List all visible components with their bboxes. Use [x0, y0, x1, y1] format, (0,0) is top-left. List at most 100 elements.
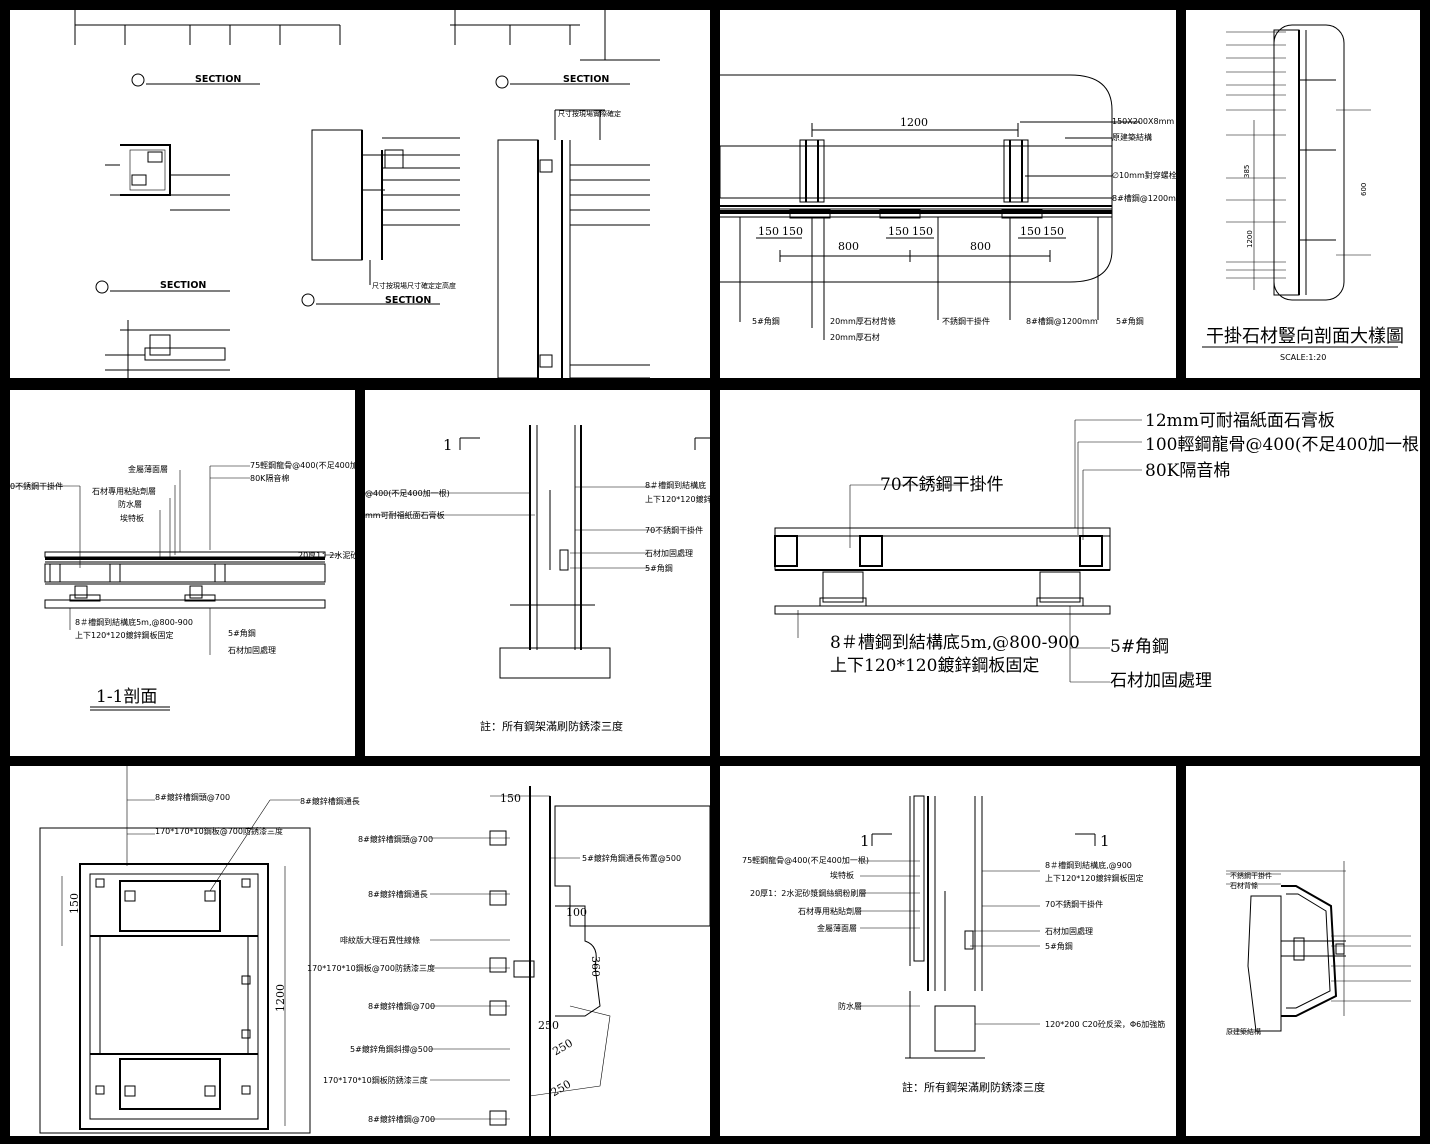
- label-reinforce: 石材加固處理: [228, 645, 276, 655]
- leader-lines: [430, 837, 580, 1120]
- dimension-150b: 150: [500, 792, 521, 805]
- label-angle-brace: 5#鍍鋅角鋼斜撐@500: [350, 1044, 433, 1054]
- label-reinforce: 石材加固處理: [645, 548, 693, 558]
- label-mortar: 20厚1：2水泥砂: [298, 550, 355, 560]
- label-metal-layer: 金屬薄面層: [817, 923, 857, 933]
- label-insulation: 80K隔音棉: [250, 473, 289, 483]
- panel-horizontal-section: 1200 150 150 150 150 150 150 800 800 150…: [720, 10, 1176, 378]
- label-adhesive: 石材專用粘貼劑層: [92, 486, 156, 496]
- dimension-1200: 1200: [900, 116, 928, 129]
- label-channel-head: 8#鍍鋅槽鋼頭@700: [358, 834, 433, 844]
- label-plate: 上下120*120鍍鋅鋼板固定: [830, 655, 1039, 676]
- section-label: SECTION: [563, 74, 609, 85]
- dimension-800: 800: [970, 240, 991, 253]
- label-plate: 上下120*120鍍鋅鋼板固定: [1045, 873, 1144, 883]
- paint-note: 註：所有鋼架滿刷防銹漆三度: [902, 1080, 1045, 1094]
- section-marker-left: 1: [860, 832, 870, 850]
- label-structure: 原建築結構: [1112, 132, 1152, 142]
- dimension-note: 尺寸按現場尺寸確定定高度: [372, 281, 456, 290]
- section-label: SECTION: [385, 295, 431, 306]
- label-light-steel: @400(不足400加一根): [365, 488, 450, 498]
- label-angle-b: 5#角鋼: [1116, 316, 1144, 326]
- dimension-150: 150: [1043, 225, 1064, 238]
- label-hanger: 70不銹鋼干掛件: [645, 525, 703, 535]
- label-angle: 5#角鋼: [645, 563, 673, 573]
- dimension-150: 150: [782, 225, 803, 238]
- panel-section-details: SECTION SECTION SECTION 尺寸按現場尺寸確定定高度 SEC…: [10, 10, 710, 378]
- label-channel: 8＃槽鋼到結構底: [645, 480, 706, 490]
- leader-lines: [1226, 31, 1371, 290]
- label-channel-700: 8#鍍鋅槽鋼@700: [368, 1001, 435, 1011]
- panel-stone-frame: 8#鍍鋅槽鋼頭@700 8#鍍鋅槽鋼通長 170*170*10鋼板@700防銹漆…: [10, 766, 710, 1136]
- dimension-note: 尺寸按現場實際確定: [558, 109, 621, 118]
- label-channel: 8＃槽鋼到結構底5m,@800-900: [830, 633, 1080, 653]
- dimension-360: 360: [589, 956, 602, 977]
- dimension-600: 600: [1360, 183, 1368, 196]
- label-waterproof: 防水層: [118, 499, 142, 509]
- leader-lines: [1226, 873, 1411, 1032]
- label-hanger: 70不銹鋼干掛件: [880, 475, 1004, 495]
- label-reinforce: 石材加固處理: [1110, 671, 1212, 691]
- label-channel-long: 8#鍍鋅槽鋼通長: [368, 889, 428, 899]
- label-top-channel-long: 8#鍍鋅槽鋼通長: [300, 796, 360, 806]
- label-metal-layer: 金屬薄面層: [128, 464, 168, 474]
- panel-1-1-section: 金屬薄面層 石材專用粘貼劑層 防水層 埃特板 75輕鋼龍骨@400(不足400加…: [10, 390, 355, 756]
- panel-vertical-detail: 385 600 1200 干掛石材豎向剖面大樣圖 SCALE:1:20: [1186, 10, 1420, 378]
- dimension-100: 100: [566, 906, 587, 919]
- label-channel-700b: 8#鍍鋅槽鋼@700: [368, 1114, 435, 1124]
- label-light-steel: 75輕鋼龍骨@400(不足400加一根): [250, 460, 355, 470]
- label-angle: 5#角鋼: [1045, 941, 1073, 951]
- label-channel: 8＃槽鋼到結構底,@900: [1045, 860, 1132, 870]
- dimension-150: 150: [68, 893, 81, 914]
- label-top-channel: 8#鍍鋅槽鋼頭@700: [155, 792, 230, 802]
- label-eter-board: 埃特板: [830, 870, 854, 880]
- dimension-150: 150: [912, 225, 933, 238]
- scale-label: SCALE:1:20: [1280, 353, 1326, 362]
- leader-lines: [860, 860, 1040, 1025]
- label-stone-back: 20mm厚石材背條: [830, 316, 896, 326]
- label-beam: 120*200 C20砼反梁，Φ6加強筋: [1045, 1019, 1165, 1029]
- label-plate-paint: 170*170*10鋼板防銹漆三度: [323, 1075, 428, 1085]
- label-plate: 上下120*120鍍鋅鋼板固定: [75, 630, 174, 640]
- label-plate: 上下120*120鍍鋅: [645, 494, 710, 504]
- dimension-385: 385: [1243, 165, 1251, 178]
- dimension-250b: 250: [550, 1036, 575, 1058]
- label-channel: 8＃槽鋼到結構底5m,@800-900: [75, 617, 193, 627]
- label-eter-board: 埃特板: [120, 513, 144, 523]
- label-plate: 150X200X8mm: [1112, 117, 1174, 126]
- section-label: SECTION: [160, 280, 206, 291]
- section-label: SECTION: [195, 74, 241, 85]
- dimension-250c: 250: [549, 1077, 574, 1099]
- leader-lines: [797, 419, 1142, 683]
- dimension-800: 800: [838, 240, 859, 253]
- dimension-150: 150: [888, 225, 909, 238]
- label-marble-trim: 啡紋版大理石異性線條: [340, 935, 420, 945]
- dimension-150: 150: [1020, 225, 1041, 238]
- panel-plan-section-large: 12mm可耐福紙面石膏板 100輕鋼龍骨@400(不足400加一根) 80K隔音…: [720, 390, 1420, 756]
- label-mortar-mesh: 20厚1：2水泥砂漿鋼絲網粉刷層: [750, 888, 866, 898]
- dimension-250a: 250: [538, 1019, 559, 1032]
- label-stone-back: 石材背條: [1230, 881, 1258, 890]
- label-hanger: 不銹鋼干掛件: [1230, 871, 1272, 880]
- label-angle: 5#角鋼: [752, 316, 780, 326]
- dimension-1200: 1200: [274, 984, 287, 1012]
- label-hanger: 不銹鋼干掛件: [942, 316, 990, 326]
- label-light-steel: 75輕鋼龍骨@400(不足400加一根): [742, 855, 869, 865]
- paint-note: 註：所有鋼架滿刷防銹漆三度: [480, 719, 623, 733]
- label-bolt: ∅10mm對穿螺栓: [1112, 170, 1176, 180]
- dimension-150-group: 150 150 150 150 150 150: [758, 225, 1064, 238]
- label-stone: 20mm厚石材: [830, 332, 880, 342]
- label-structure: 原建築結構: [1226, 1027, 1261, 1036]
- label-top-plate: 170*170*10鋼板@700防銹漆三度: [155, 826, 283, 836]
- label-insulation: 80K隔音棉: [1145, 461, 1230, 481]
- leader-lines: [365, 486, 655, 569]
- panel-curved-detail: 不銹鋼干掛件 石材背條 原建築結構: [1186, 766, 1420, 1136]
- label-gypsum: 12mm可耐福紙面石膏板: [1145, 410, 1335, 431]
- label-channel: 8#槽鋼@1200mm: [1112, 193, 1176, 203]
- section-marker: 1: [443, 436, 453, 454]
- section-title: 1-1剖面: [96, 687, 157, 707]
- label-waterproof: 防水層: [838, 1001, 862, 1011]
- label-angle: 5#角鋼: [228, 628, 256, 638]
- dimension-1200: 1200: [1246, 230, 1254, 248]
- label-angle-long: 5#鍍鋅角鋼通長佈置@500: [582, 853, 681, 863]
